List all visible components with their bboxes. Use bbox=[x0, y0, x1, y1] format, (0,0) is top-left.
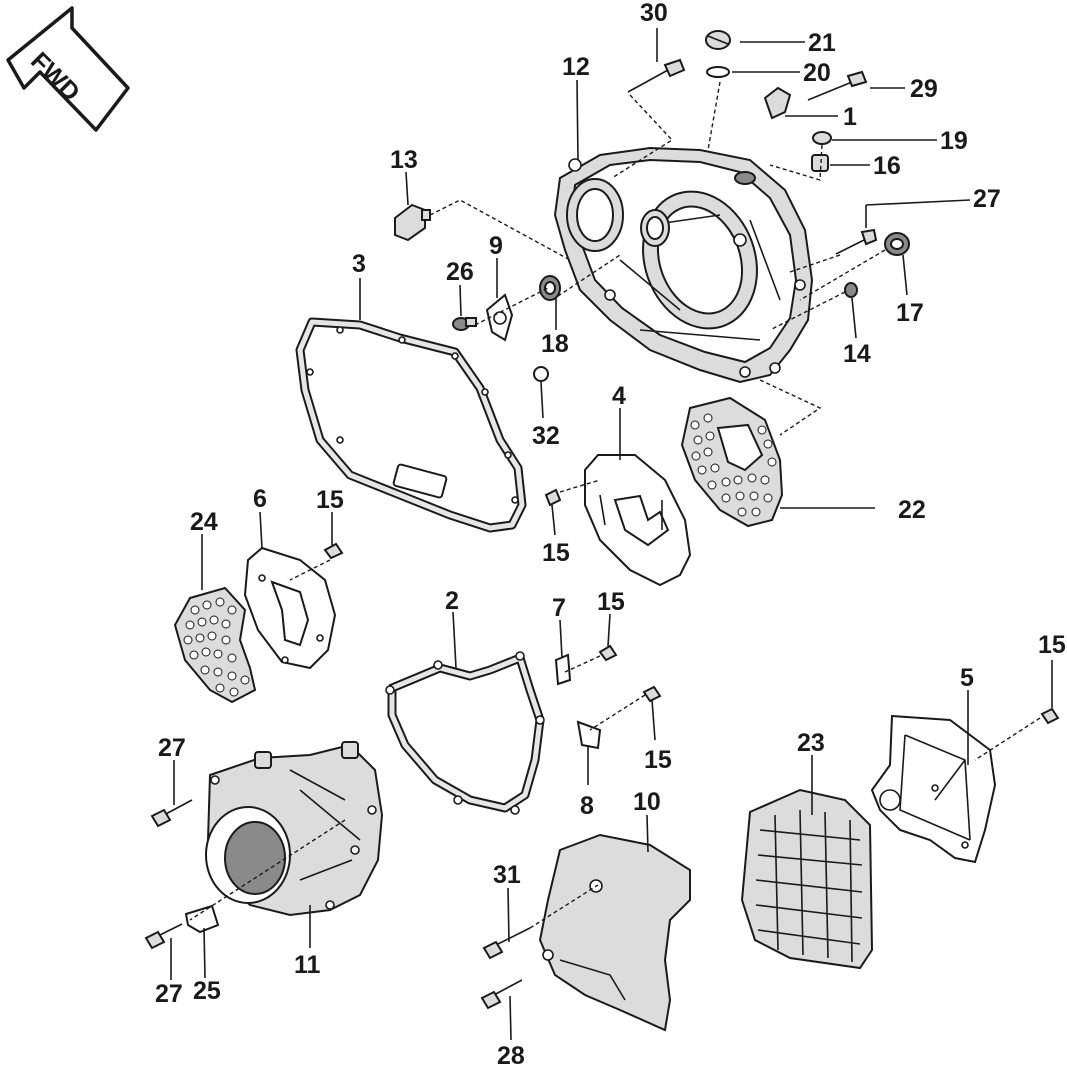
fwd-arrow-icon: FWD bbox=[6, 6, 130, 132]
part-11-outer-cover bbox=[205, 741, 384, 917]
part-10-protector bbox=[538, 833, 691, 1032]
callout-2: 2 bbox=[445, 587, 459, 615]
callout-9: 9 bbox=[489, 232, 503, 260]
bolt-30 bbox=[627, 58, 686, 93]
callout-15-clamp: 15 bbox=[597, 588, 625, 616]
part-22-mesh bbox=[680, 396, 784, 528]
callout-23: 23 bbox=[797, 729, 825, 757]
bolt-27-lower-left bbox=[144, 923, 183, 950]
bolt-27-right bbox=[835, 228, 878, 255]
part-4-plate bbox=[584, 454, 692, 587]
bolt-31 bbox=[482, 927, 531, 960]
bolt-15-b bbox=[323, 542, 344, 560]
bolt-15-c bbox=[598, 644, 618, 662]
callout-11: 11 bbox=[294, 951, 321, 979]
callout-27-upper-left: 27 bbox=[158, 734, 186, 762]
callout-15-right: 15 bbox=[1038, 631, 1066, 659]
part-2-gasket bbox=[385, 651, 545, 815]
part-20-oring bbox=[706, 66, 730, 78]
callout-29: 29 bbox=[910, 75, 938, 103]
callout-labels: 30 21 20 12 29 1 19 16 13 27 3 26 9 17 1… bbox=[155, 0, 1066, 1070]
callout-27-right: 27 bbox=[973, 185, 1001, 213]
callout-18: 18 bbox=[541, 330, 569, 358]
part-32-oring bbox=[533, 366, 549, 382]
part-3-cover-gasket bbox=[295, 317, 527, 533]
part-25-clamp bbox=[184, 904, 220, 934]
callout-20: 20 bbox=[803, 59, 831, 87]
part-8-clamp bbox=[576, 720, 602, 750]
callout-30: 30 bbox=[640, 0, 668, 27]
callout-31: 31 bbox=[493, 861, 521, 889]
callout-13: 13 bbox=[390, 146, 418, 174]
callout-1: 1 bbox=[843, 103, 857, 131]
callout-24: 24 bbox=[190, 508, 218, 536]
leader-lines bbox=[170, 28, 1053, 1041]
callout-27-lower-left: 27 bbox=[155, 980, 183, 1008]
callout-12: 12 bbox=[562, 53, 590, 81]
callout-32: 32 bbox=[532, 422, 560, 450]
callout-7: 7 bbox=[552, 594, 566, 622]
callout-14: 14 bbox=[843, 340, 871, 368]
assembly-lines bbox=[189, 81, 1041, 929]
callout-5: 5 bbox=[960, 664, 974, 692]
part-23-skid-block bbox=[740, 788, 874, 970]
part-21-plug bbox=[705, 30, 731, 50]
callout-22: 22 bbox=[898, 496, 926, 524]
callout-16: 16 bbox=[873, 152, 901, 180]
callout-8: 8 bbox=[580, 792, 594, 820]
part-6-plate bbox=[243, 546, 337, 670]
bolt-29 bbox=[807, 70, 868, 101]
callout-4: 4 bbox=[612, 382, 626, 410]
part-5-bracket bbox=[870, 714, 997, 864]
part-26-bolt bbox=[452, 317, 477, 331]
callout-15-middle: 15 bbox=[542, 539, 570, 567]
part-14-bush bbox=[844, 282, 858, 298]
part-13-fitting bbox=[394, 203, 431, 242]
callout-3: 3 bbox=[352, 250, 366, 278]
part-19-collar bbox=[812, 131, 832, 145]
callout-25: 25 bbox=[193, 977, 221, 1005]
bolt-15-d bbox=[642, 685, 662, 703]
callout-28: 28 bbox=[497, 1042, 525, 1067]
part-1-bracket bbox=[763, 86, 792, 120]
callout-15-upper-left: 15 bbox=[316, 486, 344, 514]
part-17-seal bbox=[884, 232, 910, 256]
callout-10: 10 bbox=[633, 788, 661, 816]
bolt-27-upper-left bbox=[150, 799, 193, 828]
part-24-mesh bbox=[173, 586, 257, 704]
callout-15-lower: 15 bbox=[644, 746, 672, 774]
callout-26: 26 bbox=[446, 258, 474, 286]
bolt-15-e bbox=[1040, 707, 1060, 725]
callout-17: 17 bbox=[896, 299, 924, 327]
part-12-clutch-cover bbox=[553, 146, 814, 384]
part-18-seal bbox=[539, 275, 561, 301]
bolt-28 bbox=[480, 979, 523, 1010]
bolt-15-a bbox=[544, 488, 562, 507]
part-9-plate bbox=[485, 293, 514, 342]
part-16-collar bbox=[811, 154, 829, 172]
part-7-clamp bbox=[554, 653, 572, 686]
callout-19: 19 bbox=[940, 127, 968, 155]
callout-6: 6 bbox=[253, 485, 267, 513]
callout-21: 21 bbox=[808, 29, 836, 57]
